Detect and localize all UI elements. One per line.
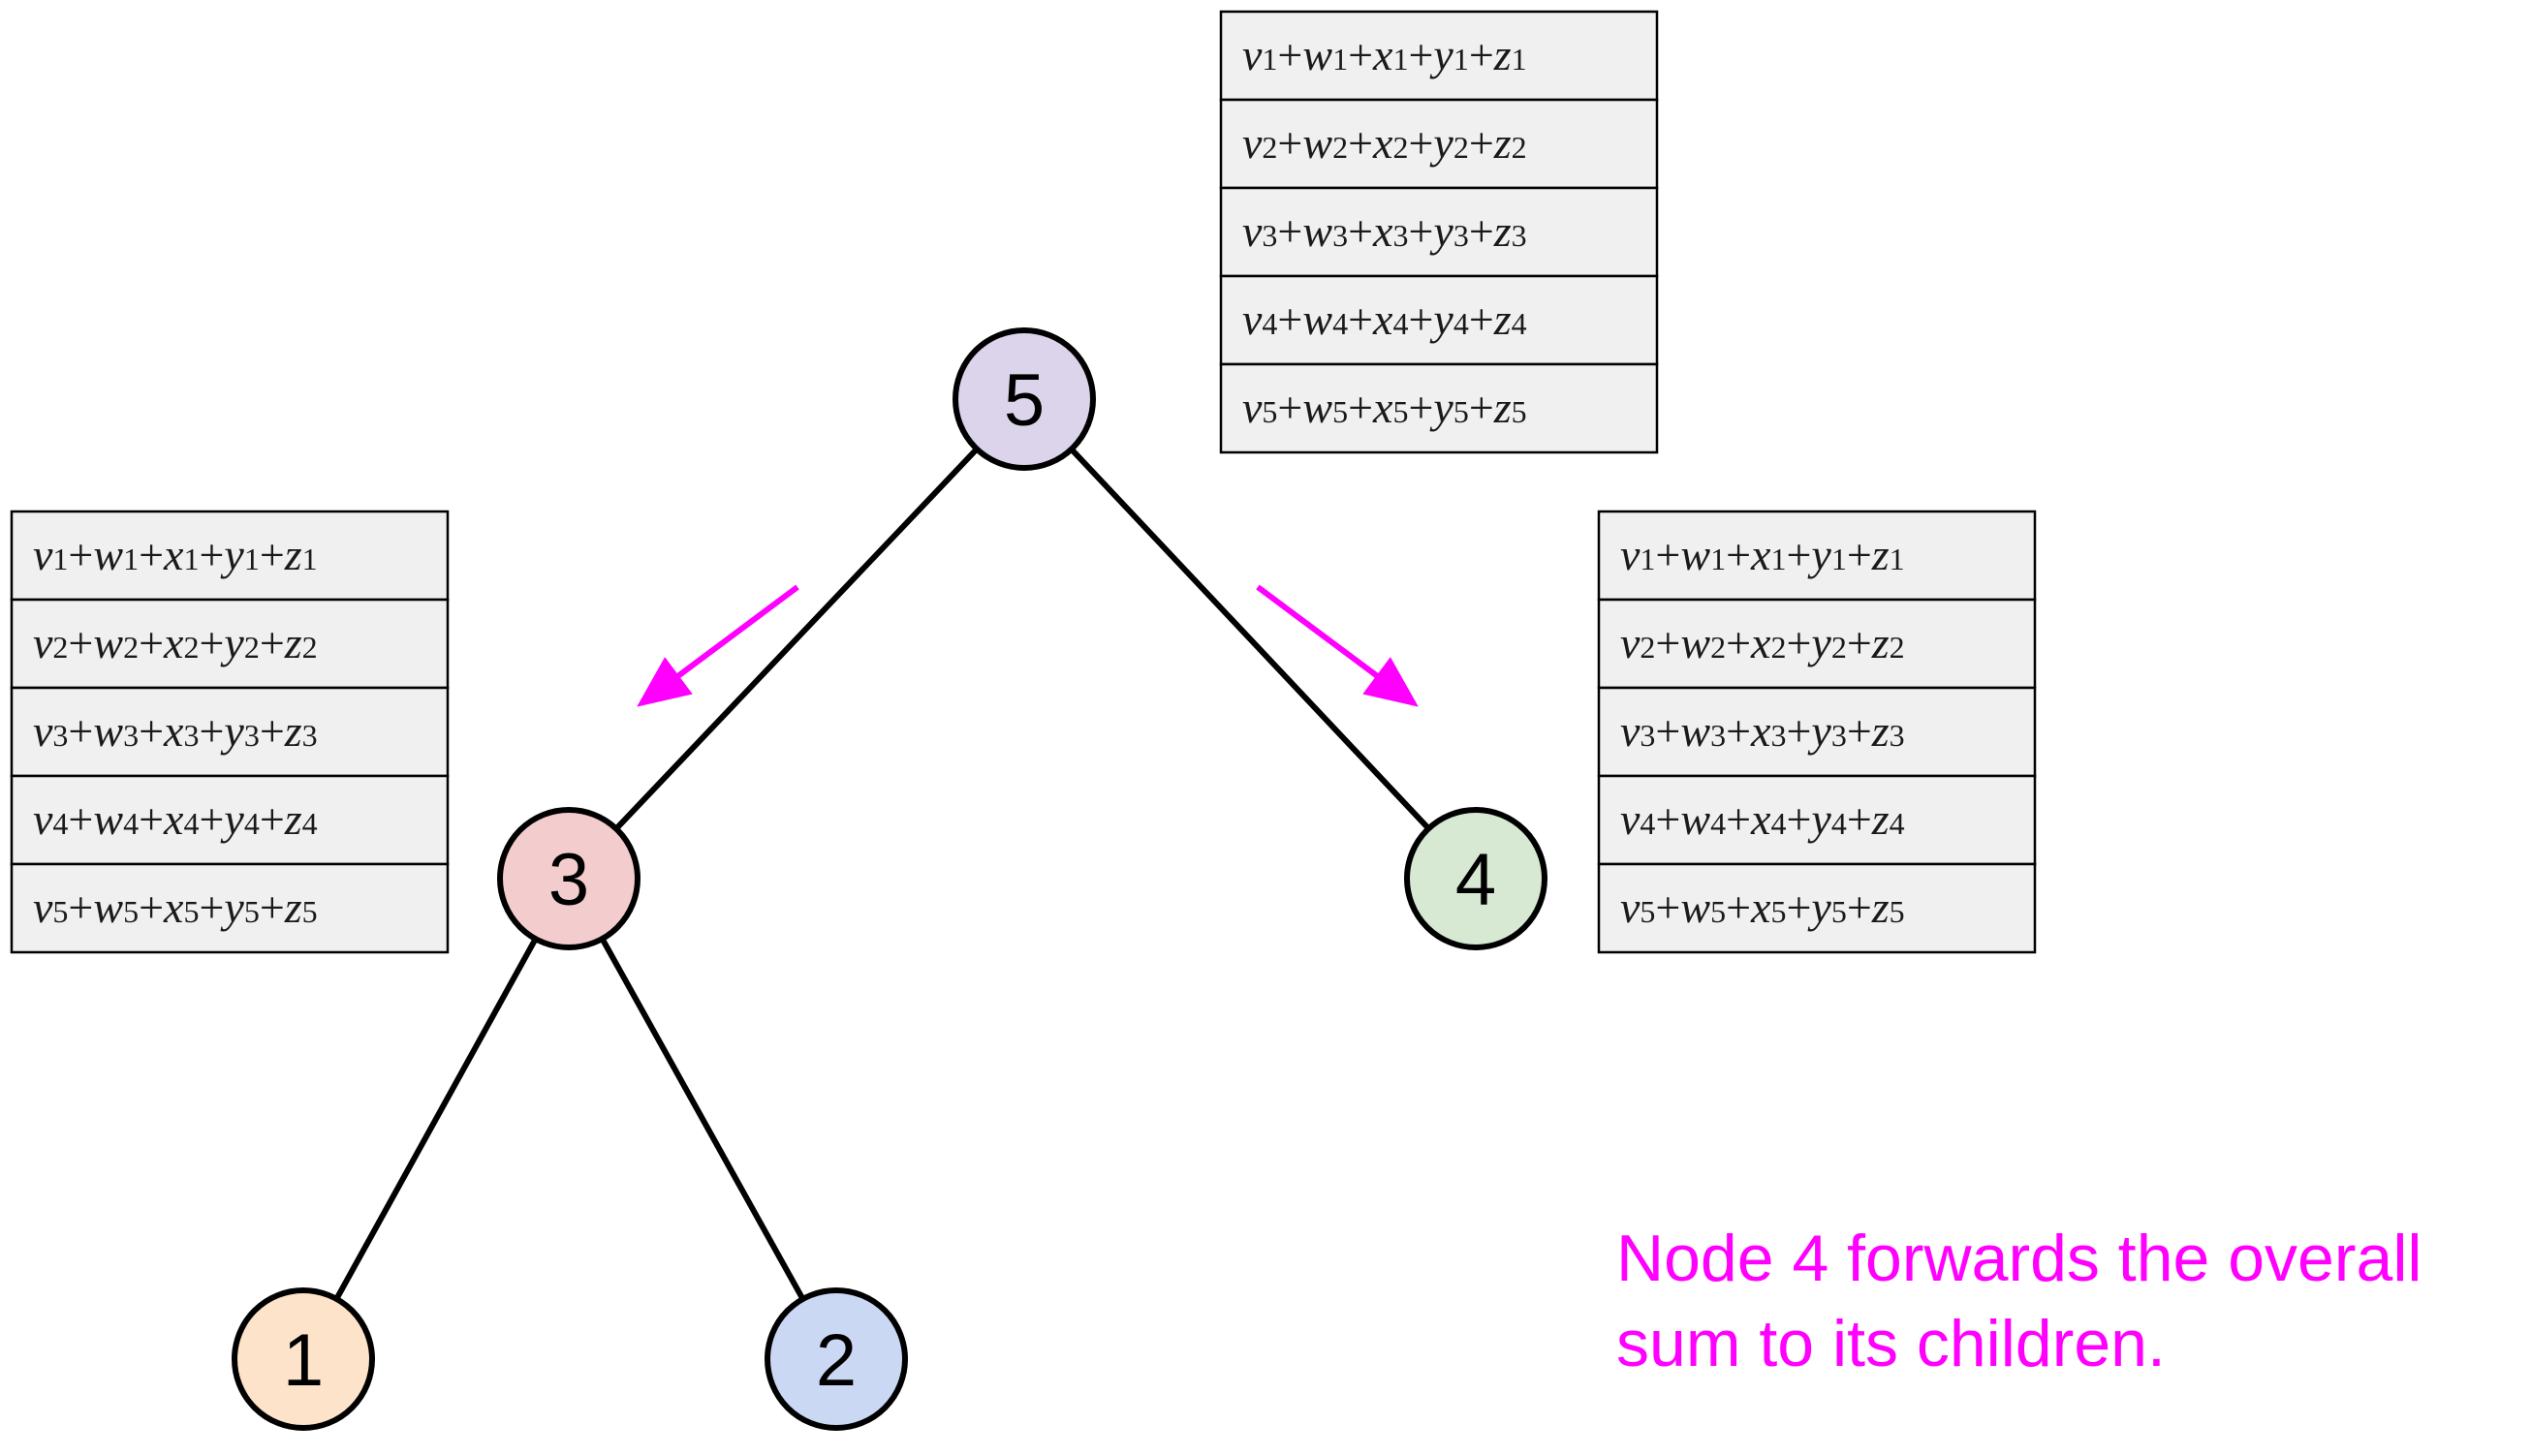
- table-cell: [1219, 362, 1659, 454]
- table-cell-text: v4+w4+x4+y4+z4: [1242, 294, 1527, 344]
- table-cell: [1597, 598, 2037, 690]
- sum-tables: v1+w1+x1+y1+z1 v2+w2+x2+y2+z2 v3+w3+x3+y3+…: [10, 10, 2037, 954]
- node-2: 2: [765, 1287, 908, 1431]
- edge-3-1: [333, 937, 539, 1301]
- table-cell: [10, 862, 450, 954]
- node-1-label: 1: [283, 1319, 324, 1402]
- table-cell-text: v5+w5+x5+y5+z5: [1242, 383, 1527, 432]
- arrow-to-node-3: [637, 584, 799, 707]
- table-cell: [1597, 862, 2037, 954]
- node-2-circle: [765, 1287, 908, 1431]
- table-cell: [1597, 686, 2037, 778]
- table-cell-text: v4+w4+x4+y4+z4: [33, 794, 318, 844]
- node-2-label: 2: [816, 1319, 857, 1402]
- table-cell-text: v1+w1+x1+y1+z1: [1620, 530, 1905, 579]
- table-cell: [1219, 10, 1659, 102]
- table-right: v1+w1+x1+y1+z1 v2+w2+x2+y2+z2 v3+w3+x3+y3+…: [1597, 510, 2037, 954]
- node-5-label: 5: [1004, 359, 1045, 442]
- node-4: 4: [1404, 807, 1547, 950]
- caption-line-2: sum to its children.: [1616, 1307, 2166, 1380]
- caption: Node 4 forwards the overall sum to its c…: [1616, 1216, 2527, 1386]
- arrow-to-node-4: [1256, 584, 1419, 707]
- table-cell-text: v3+w3+x3+y3+z3: [1242, 206, 1527, 256]
- edges: [333, 447, 1431, 1301]
- table-cell: [1219, 98, 1659, 190]
- node-1: 1: [232, 1287, 375, 1431]
- table-cell-text: v2+w2+x2+y2+z2: [1620, 618, 1905, 667]
- table-root: v1+w1+x1+y1+z1 v2+w2+x2+y2+z2 v3+w3+x3+y3+…: [1219, 10, 1659, 454]
- edge-3-2: [599, 937, 806, 1301]
- node-3: 3: [497, 807, 641, 950]
- table-cell-text: v5+w5+x5+y5+z5: [1620, 883, 1905, 932]
- node-3-label: 3: [548, 839, 589, 921]
- table-cell: [1597, 510, 2037, 602]
- table-cell-text: v3+w3+x3+y3+z3: [1620, 706, 1905, 756]
- node-5: 5: [953, 327, 1096, 471]
- node-3-circle: [497, 807, 641, 950]
- table-cell-text: v4+w4+x4+y4+z4: [1620, 794, 1905, 844]
- edge-5-3: [613, 447, 980, 831]
- table-cell-text: v1+w1+x1+y1+z1: [33, 530, 318, 579]
- table-cell-text: v2+w2+x2+y2+z2: [1242, 118, 1527, 168]
- edge-5-4: [1069, 447, 1431, 831]
- table-left: v1+w1+x1+y1+z1 v2+w2+x2+y2+z2 v3+w3+x3+y3+…: [10, 510, 450, 954]
- node-4-circle: [1404, 807, 1547, 950]
- table-cell-text: v1+w1+x1+y1+z1: [1242, 30, 1527, 79]
- table-cell: [10, 598, 450, 690]
- node-1-circle: [232, 1287, 375, 1431]
- table-cell: [1597, 774, 2037, 866]
- table-cell: [1219, 186, 1659, 278]
- table-cell: [10, 510, 450, 602]
- caption-line-1: Node 4 forwards the overall: [1616, 1222, 2422, 1295]
- node-5-circle: [953, 327, 1096, 471]
- table-cell-text: v3+w3+x3+y3+z3: [33, 706, 318, 756]
- node-4-label: 4: [1455, 839, 1496, 921]
- nodes: 5 3 4 1 2: [232, 327, 1547, 1431]
- table-cell-text: v5+w5+x5+y5+z5: [33, 883, 318, 932]
- forward-arrows: [637, 584, 1419, 707]
- table-cell-text: v2+w2+x2+y2+z2: [33, 618, 318, 667]
